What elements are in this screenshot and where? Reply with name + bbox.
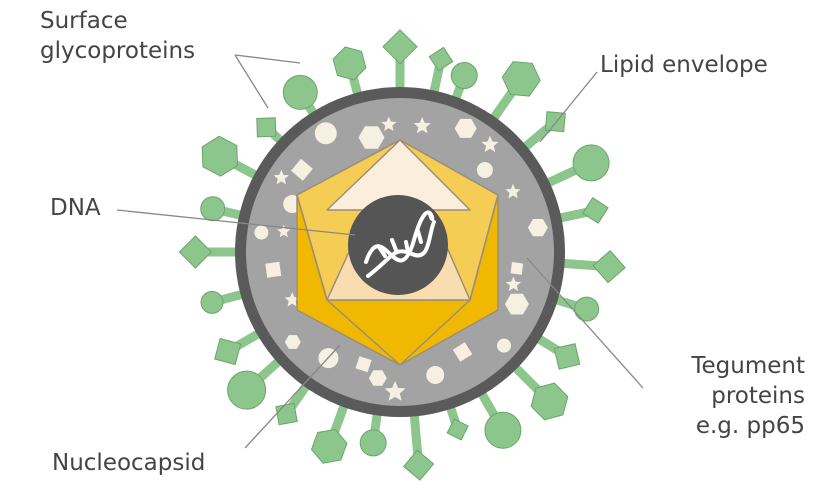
tegument-particle — [314, 122, 337, 145]
glycoprotein-spike — [402, 410, 435, 481]
glycoprotein-spike — [256, 117, 287, 147]
tegument-particle — [291, 158, 313, 181]
surface-leader-2 — [234, 54, 269, 109]
glycoprotein-spike — [200, 289, 247, 314]
glycoprotein-spike — [519, 111, 566, 153]
surface-label-line1: Surface — [40, 8, 128, 34]
glycoprotein-spike — [214, 328, 264, 366]
tegument-particle — [505, 183, 521, 199]
surface-glycoproteins-label: Surface glycoproteins — [40, 6, 195, 66]
tegument-particle — [384, 380, 406, 401]
glycoprotein-spike — [275, 380, 312, 426]
tegument-particle — [505, 276, 521, 291]
tegument-particle — [527, 219, 548, 237]
lipid-leader — [539, 71, 598, 143]
glycoprotein-spike — [559, 249, 626, 284]
surface-leader — [234, 54, 301, 64]
tegument-label-line3: e.g. pp65 — [695, 413, 805, 439]
tegument-particle — [452, 342, 473, 362]
lipid-envelope-label: Lipid envelope — [600, 52, 768, 78]
glycoprotein-spike — [382, 29, 418, 92]
tegument-leader — [526, 257, 644, 389]
glycoprotein-spike — [533, 332, 581, 370]
tegument-particle — [510, 262, 524, 275]
tegument-particle — [265, 261, 282, 278]
nucleocapsid-leader — [244, 344, 341, 449]
glycoprotein-spike — [178, 235, 240, 269]
tegument-label-line2: proteins — [711, 383, 805, 409]
glycoprotein-spike — [227, 355, 285, 410]
glycoprotein-spike — [543, 144, 610, 189]
glycoprotein-spike — [428, 46, 454, 97]
dna-helix-icon — [364, 210, 436, 278]
tegument-particle — [358, 126, 385, 149]
tegument-particle — [273, 169, 289, 185]
glycoprotein-spike — [201, 135, 261, 181]
tegument-particle — [413, 116, 431, 134]
tegument-particle — [254, 225, 269, 240]
dna-label: DNA — [50, 195, 101, 221]
tegument-proteins — [254, 116, 548, 401]
glycoprotein-spike — [332, 46, 367, 99]
tegument-particle — [476, 162, 493, 179]
tegument-label-line1: Tegument — [691, 353, 805, 379]
glycoprotein-spike — [476, 388, 522, 449]
dna-core — [348, 195, 448, 295]
tegument-particle — [277, 224, 291, 238]
tegument-particle — [355, 356, 372, 373]
tegument-particle — [504, 293, 529, 315]
tegument-particle — [368, 370, 387, 386]
glycoprotein-spike — [450, 62, 478, 104]
leader-lines — [116, 54, 644, 449]
nucleocapsid-label: Nucleocapsid — [52, 450, 206, 476]
glycoprotein-spike — [555, 197, 609, 224]
surface-label-line2: glycoproteins — [40, 38, 196, 64]
glycoprotein-spike — [488, 61, 541, 124]
tegument-particle — [426, 366, 445, 385]
glycoprotein-spike — [359, 409, 387, 457]
glycoprotein-spike — [551, 294, 600, 322]
tegument-particle — [454, 118, 477, 138]
tegument-proteins-label: Tegument proteins e.g. pp65 — [645, 351, 805, 441]
dna-leader — [116, 209, 356, 236]
tegument-particle — [284, 292, 300, 307]
tegument-particle — [381, 116, 397, 131]
glycoprotein-spike — [200, 196, 246, 222]
glycoprotein-spike — [509, 361, 569, 421]
tegument-particle — [497, 338, 512, 353]
tegument-particle — [481, 135, 499, 152]
tegument-particle — [284, 335, 301, 349]
glycoprotein-spike — [445, 402, 469, 441]
glycoprotein-spike — [310, 400, 350, 464]
glycoprotein-spike — [282, 74, 320, 119]
